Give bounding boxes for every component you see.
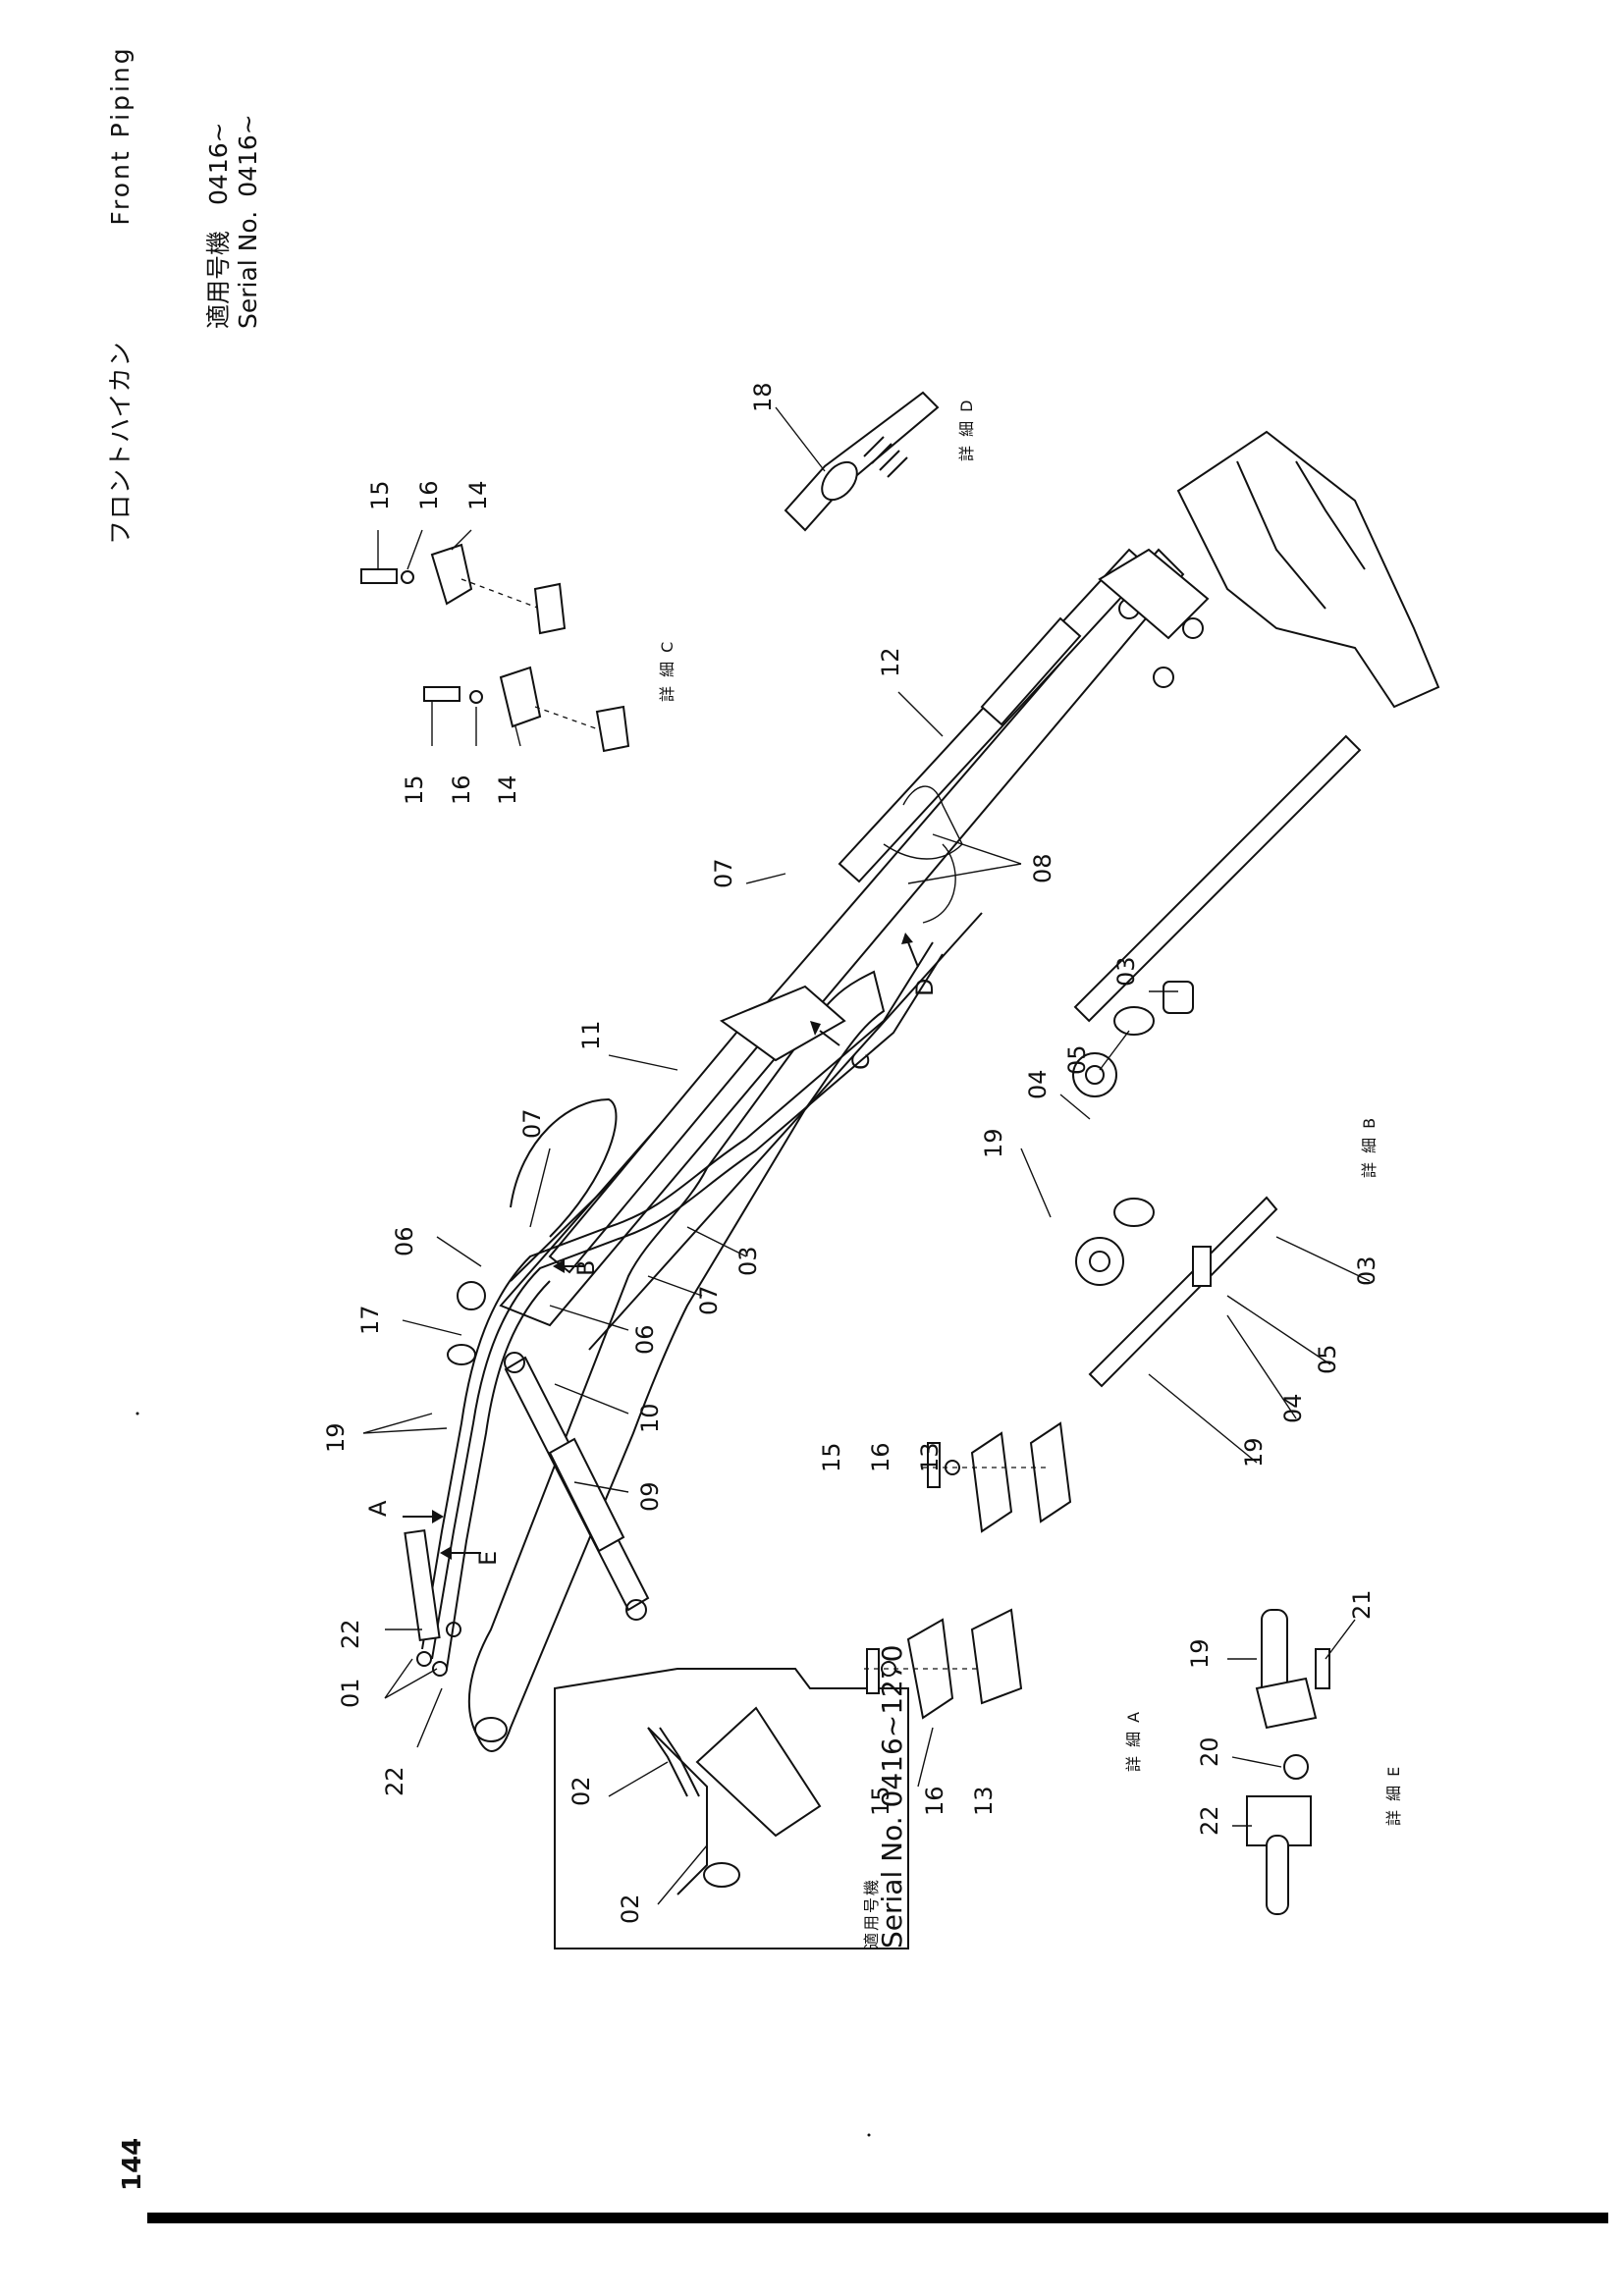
stray-mark <box>135 1412 139 1415</box>
detail-b-callout-04-b: 04 <box>1279 1393 1307 1423</box>
main-callouts: 01 22 22 19 17 06 07 11 07 06 03 07 10 <box>322 647 1056 1796</box>
detail-a: 15 16 13 15 16 13 詳 細 A <box>818 1421 1143 1816</box>
serial-inset: 02 02 適用号機 Serial No. 0416~1270 <box>554 1645 909 1949</box>
callout-main-09: 09 <box>636 1481 664 1512</box>
detail-b-callout-05-b: 05 <box>1314 1344 1341 1374</box>
view-marker-d: D <box>911 979 939 996</box>
callout-main-17: 17 <box>356 1305 384 1335</box>
detail-c-callout-14-a: 14 <box>464 480 492 510</box>
detail-a-callout-13-b: 13 <box>916 1442 944 1472</box>
detail-c-callout-15-b: 15 <box>401 774 428 805</box>
view-markers: A B C D E <box>364 933 939 1566</box>
boom <box>447 970 886 1752</box>
callout-main-10: 10 <box>636 1403 664 1433</box>
detail-c-callout-16-b: 16 <box>448 774 475 805</box>
footer-rule <box>147 2213 1608 2223</box>
callout-main-12: 12 <box>877 647 904 677</box>
callout-main-07-a: 07 <box>518 1108 546 1139</box>
detail-d-label: 詳 細 D <box>957 399 976 462</box>
detail-e-callout-22: 22 <box>1196 1805 1223 1836</box>
detail-e-label: 詳 細 E <box>1384 1765 1403 1826</box>
boom-cylinder <box>504 1352 650 1621</box>
callout-main-07-c: 07 <box>695 1285 723 1315</box>
inset-serial-jp: 適用号機 <box>862 1878 881 1949</box>
callout-main-07-b: 07 <box>710 858 737 888</box>
detail-c-callout-15-a: 15 <box>366 480 394 510</box>
detail-d: 18 詳 細 D <box>749 382 976 532</box>
detail-e-callout-20: 20 <box>1196 1736 1223 1767</box>
detail-c-callout-14-b: 14 <box>494 774 521 805</box>
detail-b-callout-05-a: 05 <box>1063 1044 1091 1075</box>
detail-a-callout-16-a: 16 <box>921 1786 948 1816</box>
stray-mark <box>867 2133 871 2137</box>
detail-b-label: 詳 細 B <box>1360 1116 1379 1178</box>
inset-callout-02-b: 02 <box>617 1894 644 1924</box>
detail-d-callout-18: 18 <box>749 382 777 412</box>
detail-b-callout-04-a: 04 <box>1024 1069 1052 1099</box>
detail-b-callout-19-a: 19 <box>980 1128 1007 1158</box>
detail-c: 15 16 14 15 16 14 詳 細 C <box>360 480 676 805</box>
detail-a-callout-13-a: 13 <box>970 1786 998 1816</box>
bucket <box>1098 430 1440 709</box>
detail-e-callout-19: 19 <box>1186 1638 1214 1669</box>
detail-a-callout-15-b: 15 <box>818 1442 845 1472</box>
inset-callout-02-a: 02 <box>568 1776 595 1806</box>
callout-main-08: 08 <box>1029 853 1056 883</box>
detail-a-callout-15-a: 15 <box>867 1786 894 1816</box>
detail-c-label: 詳 細 C <box>658 640 676 702</box>
callout-main-11: 11 <box>577 1020 605 1050</box>
inset-serial-label: Serial No. 0416~1270 <box>876 1645 908 1949</box>
detail-e-callout-21: 21 <box>1348 1589 1376 1620</box>
callout-main-01: 01 <box>337 1678 364 1708</box>
view-marker-b: B <box>572 1260 600 1276</box>
pipe-clamps-boom <box>404 1529 461 1677</box>
detail-e: 19 21 20 22 詳 細 E <box>1186 1589 1403 1915</box>
callout-main-06-b: 06 <box>631 1324 659 1355</box>
detail-c-callout-16-a: 16 <box>415 480 443 510</box>
view-marker-e: E <box>474 1551 502 1566</box>
detail-b: 19 04 05 03 03 05 04 19 詳 細 B <box>980 734 1380 1468</box>
detail-b-callout-03-b: 03 <box>1353 1255 1380 1286</box>
detail-b-callout-03-a: 03 <box>1112 956 1140 987</box>
callout-main-03: 03 <box>734 1246 762 1276</box>
detail-a-callout-16-b: 16 <box>867 1442 894 1472</box>
view-marker-a: A <box>364 1500 392 1517</box>
callout-main-22-bottom: 22 <box>381 1766 408 1796</box>
callout-main-22-top: 22 <box>337 1619 364 1649</box>
front-hoses <box>421 785 963 1670</box>
view-marker-c: C <box>847 1053 875 1070</box>
callout-main-06-a: 06 <box>391 1226 418 1256</box>
bucket-cylinder <box>838 548 1151 883</box>
detail-a-label: 詳 細 A <box>1124 1710 1143 1772</box>
callout-main-19: 19 <box>322 1422 350 1453</box>
arm <box>457 548 1185 1351</box>
